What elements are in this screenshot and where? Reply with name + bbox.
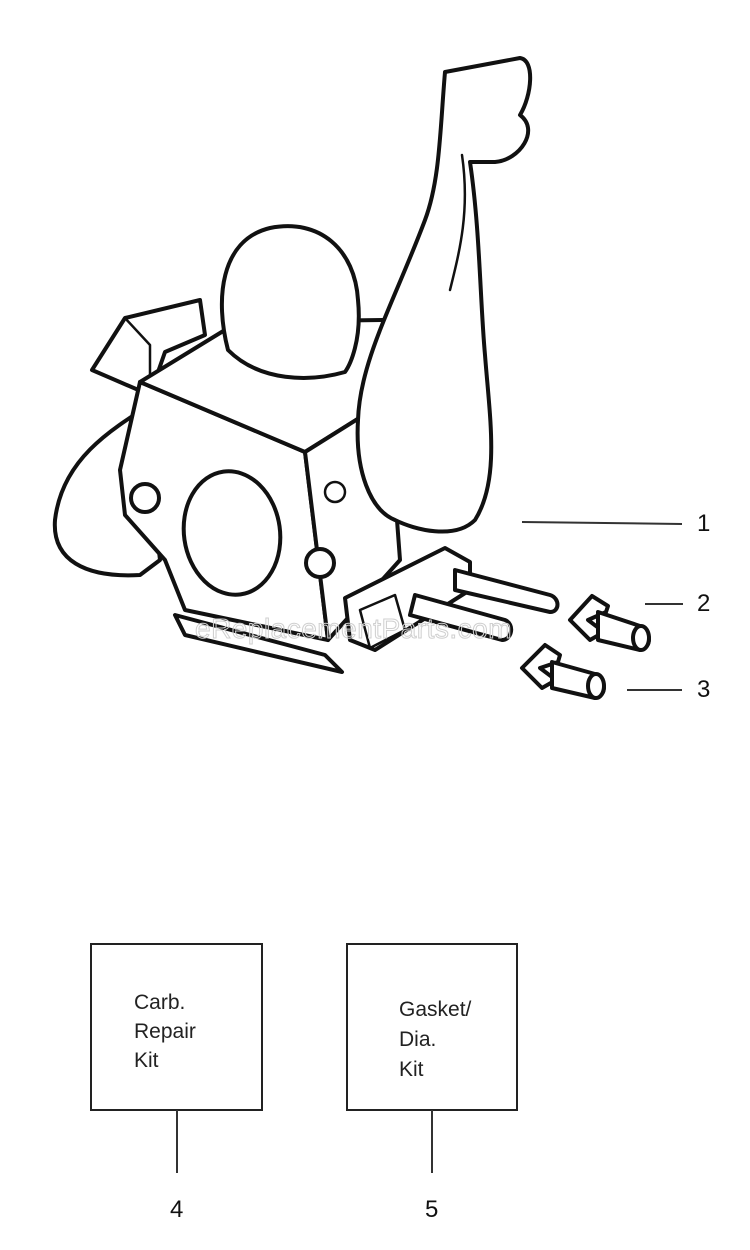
throttle-lever xyxy=(355,56,533,534)
primer-bulb xyxy=(219,224,361,380)
kit-box-5-line-3: Kit xyxy=(399,1058,424,1081)
callout-1: 1 xyxy=(521,510,710,537)
limiter-cap-3 xyxy=(520,643,606,700)
callout-number-4: 4 xyxy=(170,1196,183,1223)
mount-hole-right xyxy=(304,547,336,579)
high-speed-needle xyxy=(453,568,560,614)
venturi-bore xyxy=(181,469,283,597)
watermark-text: eReplacementParts.com xyxy=(195,613,512,644)
callout-number-3: 3 xyxy=(697,676,710,703)
limiter-cap-2 xyxy=(568,594,651,652)
kit-box-5-line-2: Dia. xyxy=(399,1028,436,1051)
leader-line-1 xyxy=(521,521,683,525)
callout-3: 3 xyxy=(627,676,710,703)
kit-box-5-line-1: Gasket/ xyxy=(399,998,472,1021)
kit-box-4-line-2: Repair xyxy=(134,1020,196,1043)
callout-number-2: 2 xyxy=(697,590,710,617)
kit-box-5-frame xyxy=(346,943,518,1111)
callout-2: 2 xyxy=(645,590,710,617)
kit-box-4-line-1: Carb. xyxy=(134,991,185,1014)
kit-box-4-frame xyxy=(90,943,263,1111)
mount-hole-left xyxy=(129,482,161,514)
kit-box-5: Gasket/ Dia. Kit 5 xyxy=(346,943,518,1223)
callout-number-1: 1 xyxy=(697,510,710,537)
low-speed-needle xyxy=(408,593,514,642)
kit-box-4-line-3: Kit xyxy=(134,1049,159,1072)
kit-box-4: Carb. Repair Kit 4 xyxy=(90,943,263,1223)
callout-number-5: 5 xyxy=(425,1196,438,1223)
carburetor-illustration xyxy=(52,56,651,700)
